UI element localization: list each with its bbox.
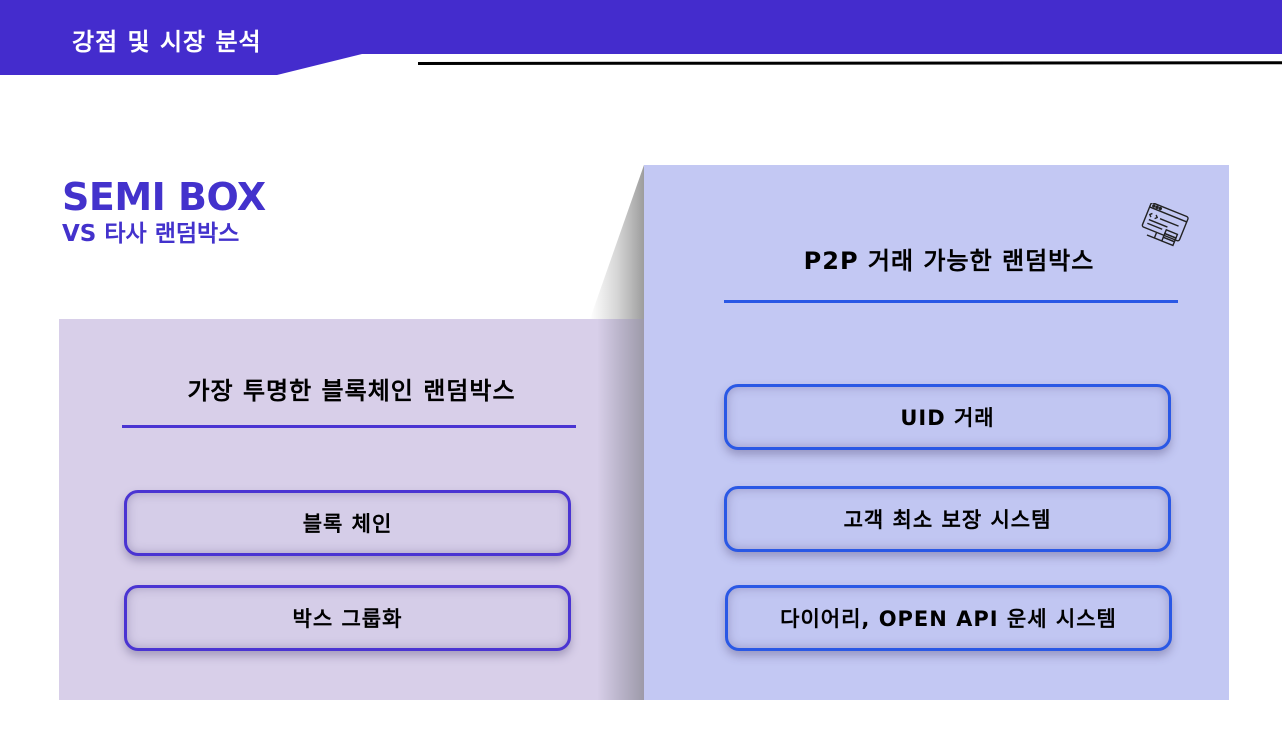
right-panel-heading: P2P 거래 가능한 랜덤박스: [803, 247, 1095, 275]
feature-button-blockchain[interactable]: 블록 체인: [124, 490, 571, 556]
feature-label: 박스 그룹화: [292, 607, 403, 631]
feature-button-min-guarantee[interactable]: 고객 최소 보장 시스템: [724, 486, 1171, 552]
feature-button-box-grouping[interactable]: 박스 그룹화: [124, 585, 571, 651]
header-tab: [0, 0, 362, 75]
right-panel-divider: [724, 300, 1178, 303]
feature-label: 블록 체인: [302, 512, 393, 536]
left-panel: 가장 투명한 블록체인 랜덤박스 블록 체인 박스 그룹화: [59, 319, 644, 700]
panel-shadow: [590, 165, 644, 319]
brand-title: SEMI BOX: [62, 175, 266, 219]
feature-button-uid-trade[interactable]: UID 거래: [724, 384, 1171, 450]
feature-label: 고객 최소 보장 시스템: [843, 508, 1052, 532]
left-panel-divider: [122, 425, 576, 428]
brand-subtitle: VS 타사 랜덤박스: [62, 221, 240, 247]
left-panel-heading: 가장 투명한 블록체인 랜덤박스: [187, 377, 516, 405]
code-window-icon: [1141, 203, 1189, 247]
brand-block: SEMI BOX VS 타사 랜덤박스: [62, 175, 266, 249]
feature-label: 다이어리, OPEN API 운세 시스템: [780, 607, 1117, 631]
header-divider: [417, 61, 1282, 65]
page-title: 강점 및 시장 분석: [72, 28, 262, 56]
feature-label: UID 거래: [900, 406, 995, 430]
feature-button-diary-openapi[interactable]: 다이어리, OPEN API 운세 시스템: [725, 585, 1172, 651]
right-panel: P2P 거래 가능한 랜덤박스 UID 거래 고객 최소 보장 시스템 다이어리…: [644, 165, 1229, 700]
